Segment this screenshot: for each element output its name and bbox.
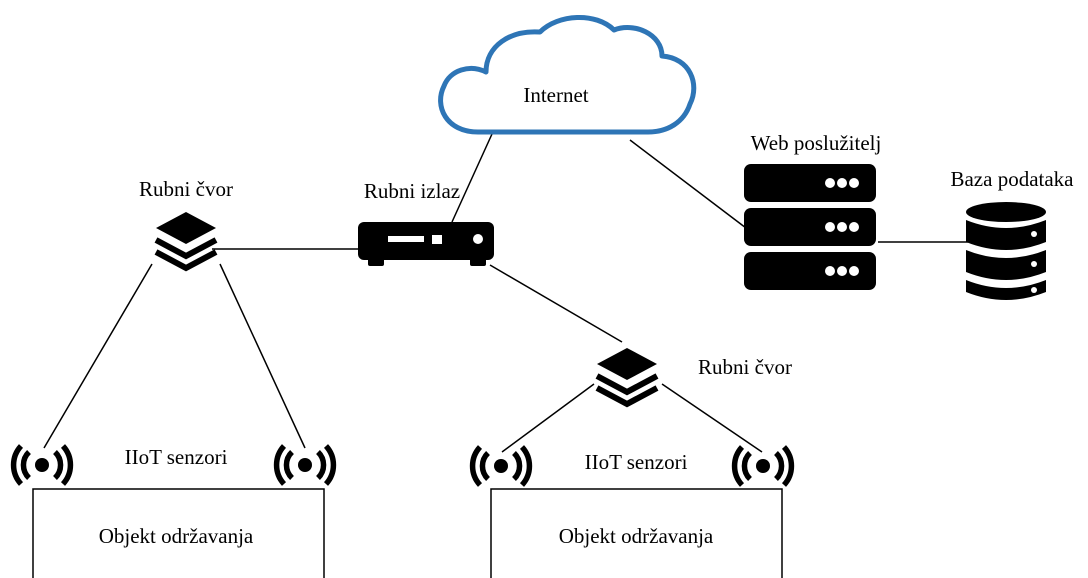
web-server: Web poslužitelj — [744, 131, 881, 290]
database: Baza podataka — [950, 167, 1074, 300]
link-internet-webserver — [629, 139, 747, 229]
wireless-signal-icon — [735, 447, 792, 485]
maintenance-object-1-box — [32, 488, 325, 578]
server-rack-icon — [744, 164, 876, 290]
link-gateway-internet — [451, 133, 493, 223]
internet-label: Internet — [523, 83, 588, 107]
gateway-label: Rubni izlaz — [364, 179, 460, 203]
maintenance-object-2-box — [490, 488, 783, 578]
wireless-signal-icon — [277, 446, 334, 484]
edge-gateway: Rubni izlaz — [358, 179, 494, 266]
maintenance-object-2-label: Objekt održavanja — [559, 524, 714, 548]
cloud-icon — [438, 15, 697, 135]
edge-node-1: Rubni čvor — [139, 177, 233, 268]
sensor-group-1-label: IIoT senzori — [125, 445, 228, 469]
sensor-group-2-label: IIoT senzori — [585, 450, 688, 474]
internet-cloud: Internet — [438, 15, 697, 135]
router-icon — [358, 222, 494, 266]
layers-icon — [597, 348, 657, 404]
wireless-signal-icon — [473, 447, 530, 485]
database-icon — [966, 202, 1046, 300]
link-gateway-edgenode2 — [489, 264, 623, 343]
sensor-group-1: IIoT senzori — [14, 445, 334, 484]
database-label: Baza podataka — [950, 167, 1074, 191]
maintenance-object-2: Objekt održavanja — [490, 488, 783, 578]
connection-lines — [43, 133, 968, 453]
layers-icon — [156, 212, 216, 268]
link-edgenode2-sensor3 — [501, 383, 595, 453]
maintenance-object-1: Objekt održavanja — [32, 488, 325, 578]
wireless-signal-icon — [14, 446, 71, 484]
edge-node-2-label: Rubni čvor — [698, 355, 792, 379]
link-edgenode1-sensor2 — [219, 263, 306, 449]
maintenance-object-1-label: Objekt održavanja — [99, 524, 254, 548]
sensor-group-2: IIoT senzori — [473, 447, 792, 485]
edge-node-2: Rubni čvor — [597, 348, 792, 404]
link-edgenode2-sensor4 — [661, 383, 763, 453]
link-edgenode1-sensor1 — [43, 263, 153, 449]
edge-node-1-label: Rubni čvor — [139, 177, 233, 201]
web-server-label: Web poslužitelj — [751, 131, 882, 155]
